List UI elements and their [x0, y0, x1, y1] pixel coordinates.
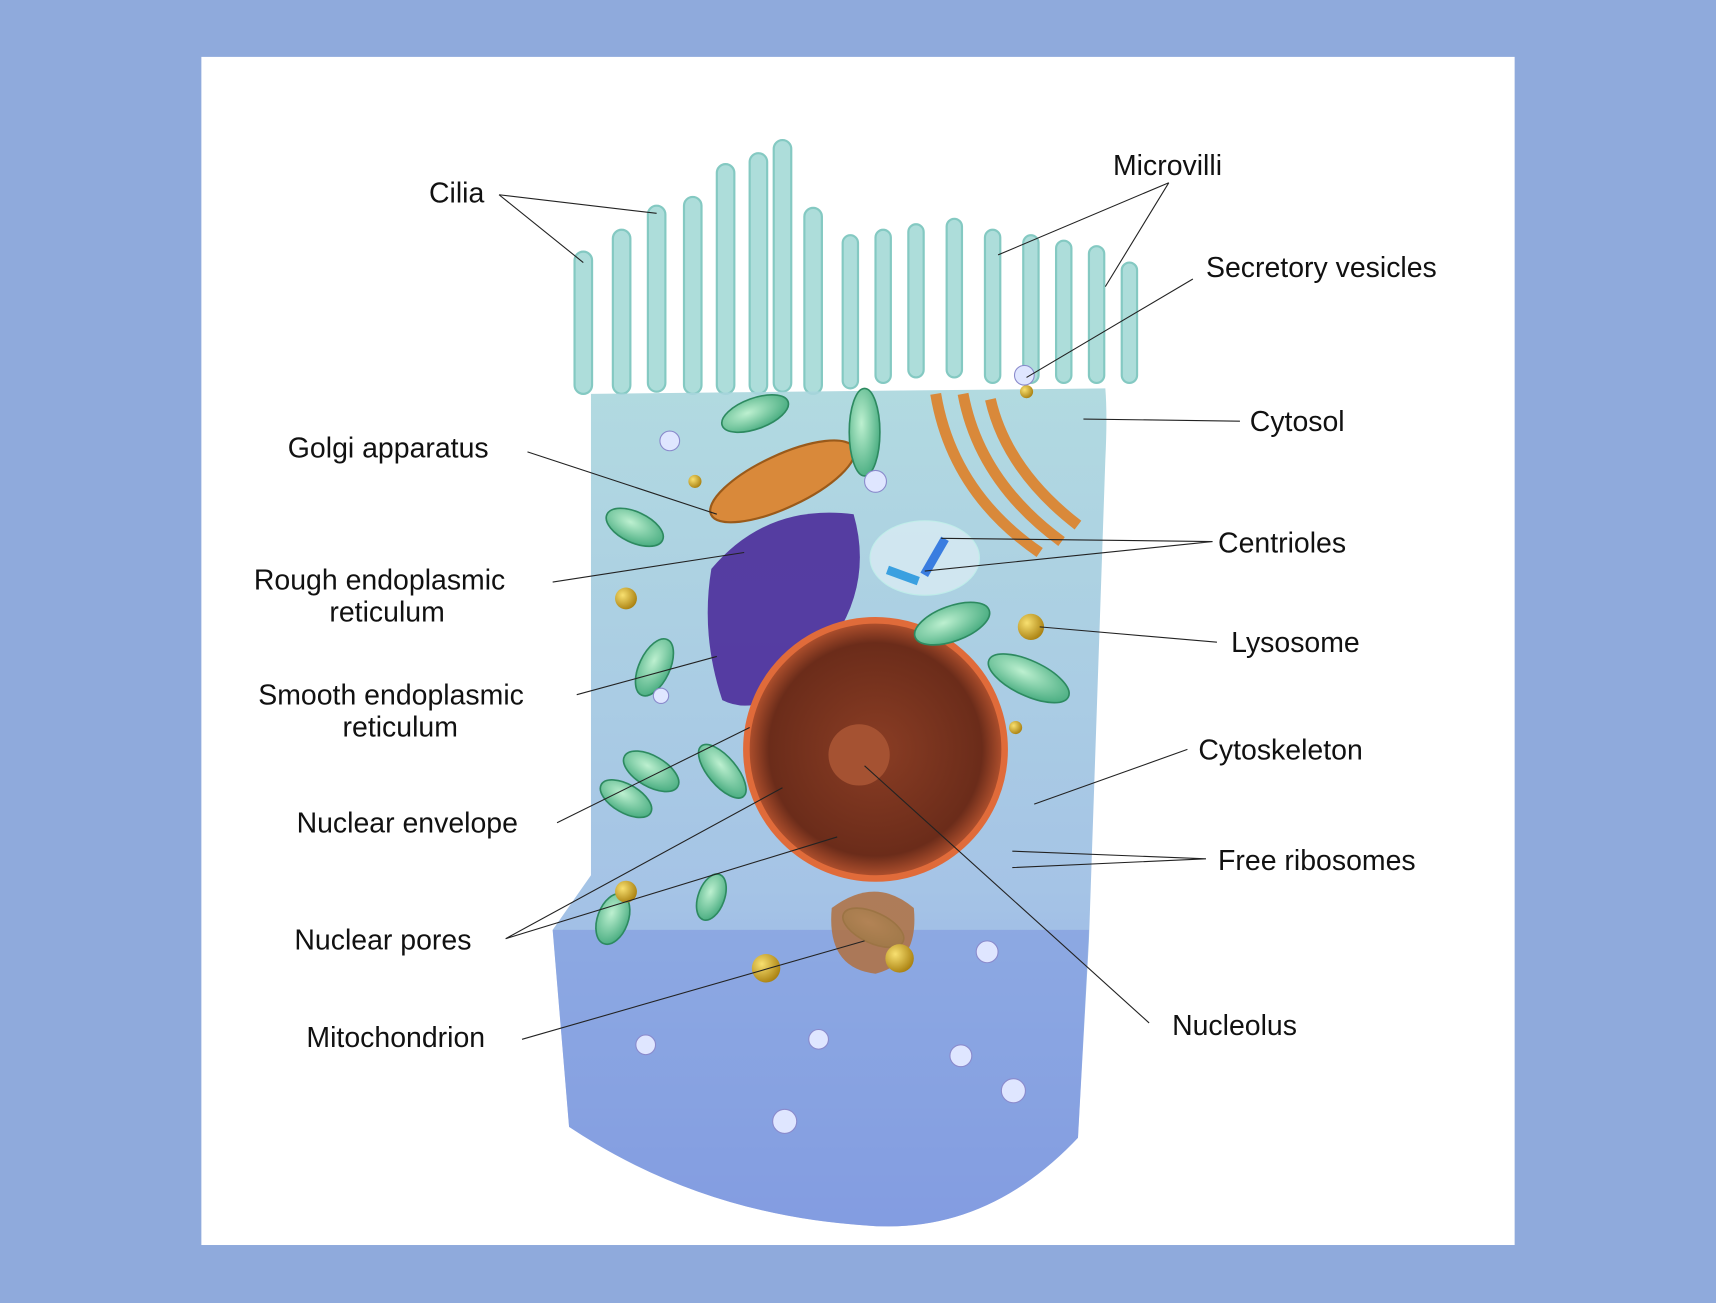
label-nuclear-envelope: Nuclear envelope	[297, 808, 518, 840]
label-smooth-er-1: Smooth endoplasmic	[258, 680, 524, 712]
label-golgi: Golgi apparatus	[288, 432, 489, 464]
leader-lines	[498, 182, 1240, 1040]
centrosome	[869, 520, 981, 596]
vesicles	[635, 364, 1035, 1134]
label-microvilli: Microvilli	[1113, 150, 1222, 182]
label-cytosol: Cytosol	[1250, 406, 1345, 438]
rough-er	[707, 512, 860, 706]
cell-illustration	[552, 138, 1139, 1227]
cilia-microvilli	[573, 138, 1139, 395]
label-rough-er-1: Rough endoplasmic	[254, 565, 505, 597]
label-mitochondrion: Mitochondrion	[306, 1022, 485, 1054]
label-nucleolus: Nucleolus	[1172, 1010, 1297, 1042]
label-lysosome: Lysosome	[1231, 627, 1360, 659]
centriole	[885, 565, 920, 586]
label-rough-er-2: reticulum	[329, 596, 444, 628]
centriole	[920, 536, 949, 578]
label-secretory-vesicles: Secretory vesicles	[1206, 252, 1437, 284]
labels: Cilia Microvilli Secretory vesicles Cyto…	[254, 150, 1437, 1054]
label-free-ribosomes: Free ribosomes	[1218, 845, 1416, 877]
golgi-stack	[930, 392, 1082, 557]
label-smooth-er-2: reticulum	[343, 711, 458, 743]
lysosomes	[615, 385, 1045, 983]
label-centrioles: Centrioles	[1218, 527, 1346, 559]
label-cytoskeleton: Cytoskeleton	[1198, 734, 1362, 766]
label-cilia: Cilia	[429, 177, 484, 209]
label-nuclear-pores: Nuclear pores	[294, 925, 471, 957]
nucleolus	[828, 724, 890, 786]
